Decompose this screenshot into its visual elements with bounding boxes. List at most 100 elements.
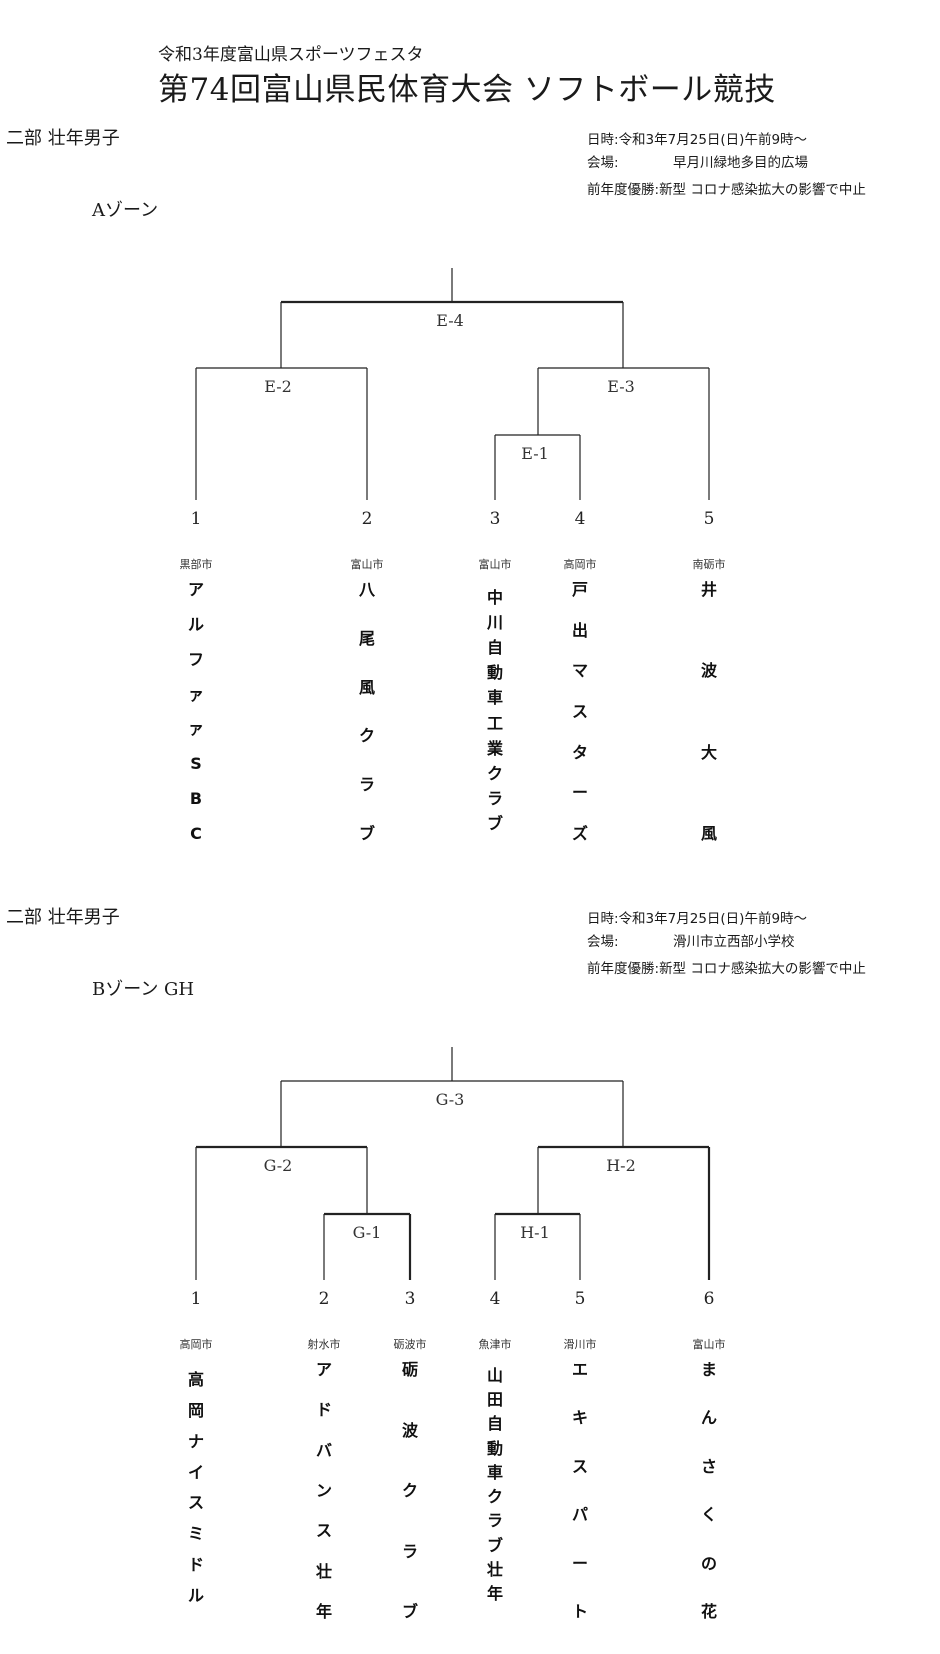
team-name-char: ア: [187, 580, 204, 599]
date-label: 日時:: [587, 132, 619, 148]
team-city: 黒部市: [179, 558, 213, 571]
prev-label: 前年度優勝:: [587, 961, 660, 977]
venue-value: 早月川緑地多目的広場: [673, 155, 808, 171]
team-name-char: ブ: [486, 1535, 503, 1555]
team-city: 富山市: [350, 558, 384, 571]
seed-number: 3: [490, 509, 501, 529]
match-label: G-3: [436, 1090, 465, 1109]
team-name-char: 中: [486, 588, 503, 607]
team-name-char: 高: [187, 1370, 204, 1389]
match-label: E-3: [607, 377, 635, 396]
team-name: 中川自動車工業クラブ: [475, 590, 515, 832]
match-label: H-1: [520, 1223, 550, 1242]
match-label: G-1: [353, 1223, 382, 1242]
bracket-b: G-3 G-2 H-2 G-1 H-1 1 2 3 4 5 6: [191, 1047, 714, 1309]
team-name-char: ト: [571, 1601, 588, 1621]
team-name-char: ス: [187, 1493, 204, 1513]
team-name-char: 大: [700, 742, 717, 762]
team-name-char: ル: [187, 1585, 204, 1605]
team-name-char: キ: [571, 1408, 588, 1428]
team-name-char: ク: [486, 763, 503, 783]
team-name-char: 田: [486, 1390, 503, 1410]
match-label: H-2: [606, 1156, 636, 1175]
team-name-char: ス: [315, 1521, 332, 1541]
team-name-char: ク: [486, 1487, 503, 1507]
team-name-char: ア: [315, 1360, 332, 1379]
team-name-char: ん: [700, 1408, 717, 1428]
team-city: 砺波市: [393, 1338, 427, 1351]
team-name-char: S: [190, 754, 202, 774]
zone-label: Bゾーン GH: [92, 979, 195, 1000]
date-label: 日時:: [587, 911, 619, 927]
team-name-char: ラ: [401, 1541, 418, 1561]
seed-number: 5: [704, 509, 715, 529]
seed-number: 3: [405, 1289, 416, 1309]
division-label: 二部 壮年男子: [6, 907, 120, 928]
team-name-char: 壮: [315, 1561, 332, 1581]
prev-label: 前年度優勝:: [587, 182, 660, 198]
team-name-char: 自: [486, 638, 503, 658]
team-name-char: ク: [358, 726, 375, 746]
seed-number: 2: [362, 509, 373, 529]
prev-value: 新型 コロナ感染拡大の影響で中止: [659, 182, 866, 198]
info-date: 日時:令和3年7月25日(日)午前9時〜: [587, 907, 807, 927]
venue-label: 会場:: [587, 155, 619, 171]
team-name-char: 砺: [401, 1360, 418, 1379]
team-name-char: く: [700, 1505, 717, 1525]
team-name-char: 風: [358, 677, 375, 697]
team-name: まんさくの花: [689, 1362, 729, 1620]
team-name-char: の: [700, 1553, 717, 1573]
match-label: E-4: [436, 311, 464, 330]
bracket-a: E-4 E-2 E-3 E-1 1 2 3 4 5: [191, 268, 715, 529]
team-name-char: ナ: [187, 1431, 204, 1451]
team-name-char: フ: [187, 649, 204, 669]
team-city: 魚津市: [478, 1338, 512, 1351]
team-name: アドバンス壮年: [304, 1362, 344, 1620]
team-name-char: ド: [187, 1555, 204, 1575]
team-name-char: 動: [486, 1438, 503, 1458]
team-name-char: ブ: [486, 813, 503, 833]
match-label: E-1: [521, 444, 549, 463]
team-name-char: ラ: [486, 1511, 503, 1531]
team-name: 砺波クラブ: [390, 1362, 430, 1620]
team-name-char: 八: [358, 580, 375, 599]
info-venue: 会場:滑川市立西部小学校: [587, 930, 795, 950]
team-name-char: ァ: [187, 719, 204, 739]
team-name-char: ラ: [358, 775, 375, 795]
page-title: 第74回富山県民体育大会 ソフトボール競技: [158, 72, 776, 108]
team-name-char: ス: [571, 701, 588, 721]
team-name-char: ブ: [401, 1602, 418, 1621]
team-name-char: ス: [571, 1456, 588, 1476]
team-name-char: ル: [187, 614, 204, 634]
team-name-char: 工: [486, 713, 503, 733]
subtitle: 令和3年度富山県スポーツフェスタ: [158, 45, 424, 65]
date-value: 令和3年7月25日(日)午前9時〜: [618, 132, 808, 148]
seed-number: 2: [319, 1289, 330, 1309]
team-name-char: タ: [571, 742, 588, 762]
team-name-char: エ: [571, 1360, 588, 1379]
team-name-char: C: [190, 823, 202, 843]
seed-number: 4: [490, 1289, 501, 1309]
team-name-char: 波: [700, 661, 717, 681]
team-name-char: 川: [486, 613, 503, 633]
team-name-char: ァ: [187, 684, 204, 704]
venue-label: 会場:: [587, 934, 619, 950]
prev-value: 新型 コロナ感染拡大の影響で中止: [659, 961, 866, 977]
team-name-char: 年: [486, 1583, 503, 1603]
team-name-char: B: [189, 789, 203, 809]
team-city: 南砺市: [692, 558, 726, 571]
team-name-char: パ: [571, 1505, 588, 1525]
team-name-char: 壮: [486, 1559, 503, 1579]
team-name-char: ー: [571, 783, 588, 803]
info-date: 日時:令和3年7月25日(日)午前9時〜: [587, 128, 807, 148]
team-city: 富山市: [478, 558, 512, 571]
info-venue: 会場: 早月川緑地多目的広場: [587, 151, 808, 171]
match-label: G-2: [264, 1156, 293, 1175]
team-name: 井波大風: [689, 582, 729, 842]
team-name-char: 岡: [187, 1400, 204, 1420]
seed-number: 1: [191, 509, 202, 529]
team-name: 戸出マスターズ: [560, 582, 600, 842]
seed-number: 1: [191, 1289, 202, 1309]
team-name-char: 自: [486, 1414, 503, 1434]
